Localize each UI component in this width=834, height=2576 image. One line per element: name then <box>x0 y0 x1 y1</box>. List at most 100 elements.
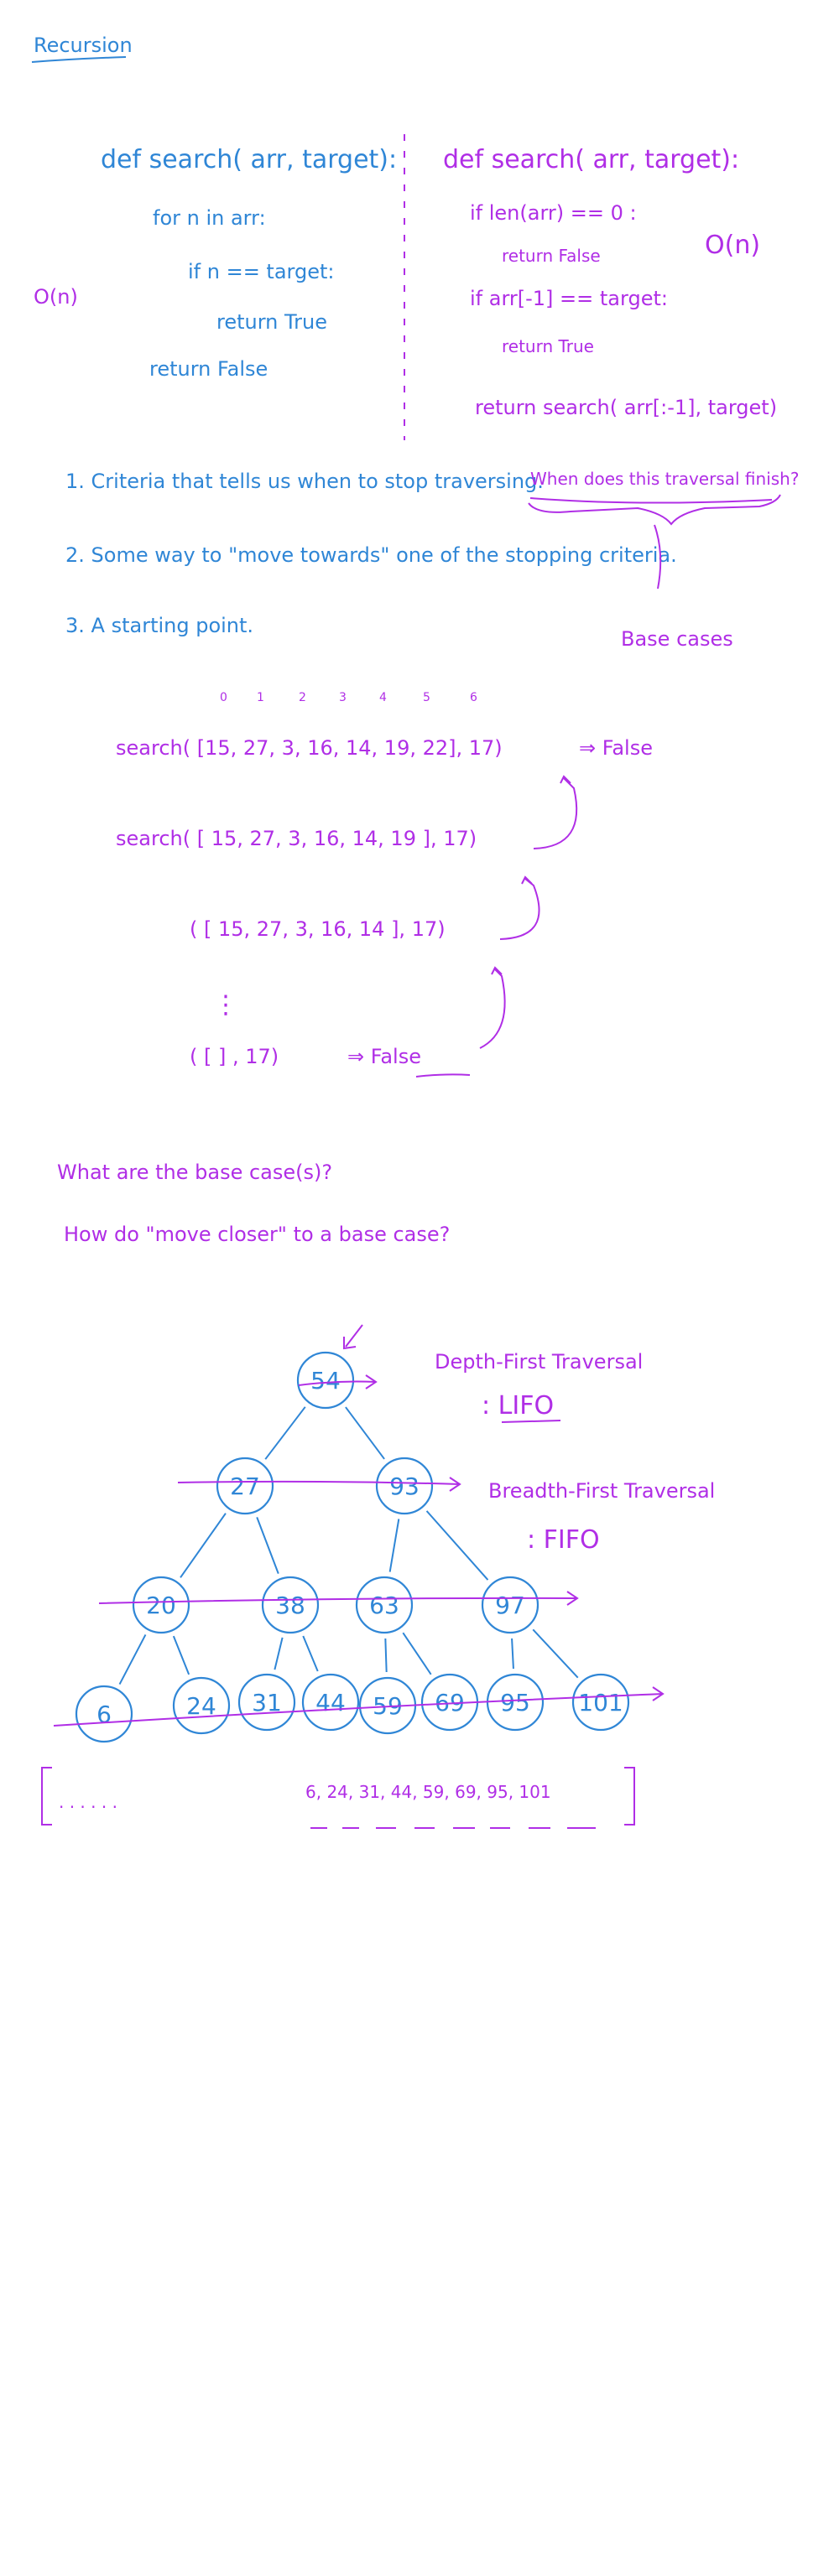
tree-node-93: 93 <box>375 1457 434 1515</box>
tree-node-circle <box>355 1576 414 1634</box>
tree-edge-7 <box>172 1635 190 1675</box>
tree-node-label: 93 <box>389 1472 420 1500</box>
traversal-line-2 <box>98 1597 578 1604</box>
tree-edge-2 <box>180 1513 227 1578</box>
question-underline <box>529 497 773 504</box>
question-move-closer: How do "move closer" to a base case? <box>64 1223 450 1246</box>
tree-node-circle <box>261 1576 320 1634</box>
depth-first-label: Depth-First Traversal <box>435 1350 643 1374</box>
rec-line-2: if len(arr) == 0 : <box>470 201 637 225</box>
array-index-4: 4 <box>379 691 387 704</box>
trace-result-4: ⇒ False <box>347 1045 421 1068</box>
tree-edge-4 <box>388 1519 400 1572</box>
tree-edge-12 <box>511 1638 514 1670</box>
criteria-item-3: 3. A starting point. <box>65 614 253 637</box>
tree-node-63: 63 <box>355 1576 414 1634</box>
tree-edge-13 <box>532 1628 579 1679</box>
tree-edge-10 <box>384 1638 388 1673</box>
tree-node-24: 24 <box>172 1676 231 1735</box>
array-index-0: 0 <box>220 691 227 704</box>
tree-node-label: 38 <box>275 1592 305 1619</box>
rec-line-4: if arr[-1] == target: <box>470 287 668 310</box>
traversal-line-0 <box>298 1380 377 1386</box>
array-index-3: 3 <box>339 691 347 704</box>
iterative-code: def search( arr, target): for n in arr: … <box>34 145 397 381</box>
tree-edge-6 <box>118 1633 147 1685</box>
iter-line-3: if n == target: <box>188 260 335 283</box>
array-index-5: 5 <box>423 691 430 704</box>
tree-edge-8 <box>274 1637 284 1670</box>
start-arrow-head <box>343 1337 357 1350</box>
queue-placeholders: . . . . . . <box>59 1792 117 1812</box>
traversal-arrowhead-0 <box>365 1374 378 1389</box>
array-index-6: 6 <box>470 691 477 704</box>
rec-line-5: return True <box>502 336 594 356</box>
tree-node-label: 63 <box>369 1592 399 1619</box>
trace-ellipsis: ⋮ <box>213 990 238 1020</box>
tree-node-label: 44 <box>315 1689 346 1716</box>
tree-node-95: 95 <box>486 1673 545 1732</box>
iter-complexity: O(n) <box>34 285 78 309</box>
traversal-arrowhead-2 <box>566 1591 579 1606</box>
trace-call-4: ( [ ] , 17) <box>190 1045 279 1068</box>
tree-node-circle <box>172 1676 231 1735</box>
recursive-code: def search( arr, target): if len(arr) ==… <box>443 145 777 419</box>
traversal-line-1 <box>177 1480 461 1485</box>
tree-node-label: 24 <box>186 1692 216 1720</box>
tree-node-circle <box>132 1576 190 1634</box>
question-brace <box>528 494 781 526</box>
tree-edge-3 <box>256 1517 279 1574</box>
tree-node-label: 97 <box>495 1592 525 1619</box>
tree-edge-0 <box>264 1406 306 1460</box>
array-index-1: 1 <box>257 691 264 704</box>
return-arrow-3-head <box>491 966 503 975</box>
rec-complexity: O(n) <box>705 231 760 260</box>
tree-edge-1 <box>345 1406 385 1460</box>
traversal-line-3 <box>53 1693 664 1727</box>
criteria-item-1: 1. Criteria that tells us when to stop t… <box>65 470 544 493</box>
queue-bracket-right <box>624 1767 635 1826</box>
tree-edge-9 <box>302 1635 319 1672</box>
traversal-lines <box>53 1374 665 1727</box>
iter-line-2: for n in arr: <box>153 206 266 230</box>
iter-line-5: return False <box>149 357 268 381</box>
return-arrow-3 <box>479 969 506 1049</box>
tree-node-38: 38 <box>261 1576 320 1634</box>
tree-node-label: 54 <box>310 1367 341 1394</box>
tree-node-circle <box>571 1673 630 1732</box>
return-arrow-1-head <box>560 775 571 784</box>
tree-node-circle <box>216 1457 274 1515</box>
tree-node-27: 27 <box>216 1457 274 1515</box>
tree-node-44: 44 <box>301 1673 360 1732</box>
tree-node-label: 95 <box>500 1689 530 1716</box>
tree-edge-5 <box>425 1510 489 1581</box>
false-underline <box>415 1073 471 1078</box>
breadth-first-label: Breadth-First Traversal <box>488 1479 715 1503</box>
breadth-first-sub: : FIFO <box>527 1525 600 1555</box>
queue-contents: 6, 24, 31, 44, 59, 69, 95, 101 <box>305 1782 551 1802</box>
tree-node-label: 20 <box>146 1592 176 1619</box>
rec-line-3: return False <box>502 246 601 266</box>
rec-line-6: return search( arr[:-1], target) <box>475 396 777 419</box>
tree-node-97: 97 <box>481 1576 539 1634</box>
tree-node-circle <box>296 1351 355 1410</box>
queue-bracket-left <box>41 1767 52 1826</box>
criteria-list: 1. Criteria that tells us when to stop t… <box>65 469 799 651</box>
tree-node-label: 101 <box>578 1689 623 1716</box>
tree-node-circle <box>301 1673 360 1732</box>
trace-call-1: search( [15, 27, 3, 16, 14, 19, 22], 17) <box>116 736 503 760</box>
tree-node-101: 101 <box>571 1673 630 1732</box>
depth-first-sub: : LIFO <box>482 1391 554 1420</box>
title-underline <box>31 56 127 63</box>
base-cases-label: Base cases <box>621 627 733 651</box>
iter-line-1: def search( arr, target): <box>101 145 397 174</box>
page-title: Recursion <box>34 34 133 57</box>
criteria-question: When does this traversal finish? <box>530 469 799 489</box>
iter-line-4: return True <box>216 310 327 334</box>
start-arrow <box>345 1324 363 1348</box>
tree-node-6: 6 <box>75 1685 133 1743</box>
tree-edge-11 <box>402 1632 432 1675</box>
